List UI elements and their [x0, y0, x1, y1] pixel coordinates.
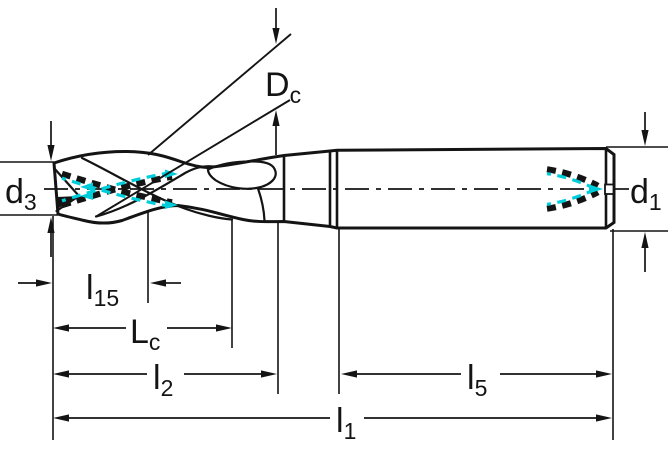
- coolant-channel-front-up: [61, 170, 173, 203]
- l5-label: l5: [467, 359, 487, 401]
- coolant-flow-arrows: [80, 169, 603, 209]
- coolant-arrow-mid-down: [165, 200, 178, 209]
- tip-point-edge-upper: [52, 166, 81, 198]
- dim-d1: d1: [606, 112, 668, 272]
- dc-label: Dc: [265, 66, 301, 108]
- lc-label: Lc: [130, 313, 160, 355]
- flute-edge-back: [94, 165, 215, 218]
- coolant-arrow-left-up: [80, 182, 93, 191]
- d3-label: d3: [5, 173, 37, 215]
- coolant-exit-notch: [604, 183, 615, 195]
- coolant-channel-front-down: [61, 176, 173, 209]
- coolant-arrow-mid-up: [165, 169, 178, 178]
- flute-edge-front: [80, 156, 234, 221]
- l1-label: l1: [336, 402, 356, 444]
- flute-runout: [206, 160, 277, 190]
- dim-dc: Dc: [96, 8, 301, 217]
- d1-label: d1: [630, 173, 662, 215]
- dim-l15: l15: [18, 269, 181, 311]
- dim-l1: l1: [53, 402, 612, 444]
- coolant-arrow-shank-exit: [589, 184, 603, 194]
- l15-label: l15: [86, 269, 119, 311]
- flute-runout-tail: [256, 187, 266, 222]
- dim-l2: l2: [53, 359, 277, 401]
- tool-body: [52, 146, 616, 230]
- dim-lc: Lc: [53, 313, 232, 355]
- dim-l5: l5: [341, 359, 612, 401]
- l2-label: l2: [153, 359, 173, 401]
- coolant-arrow-left-down: [80, 191, 93, 200]
